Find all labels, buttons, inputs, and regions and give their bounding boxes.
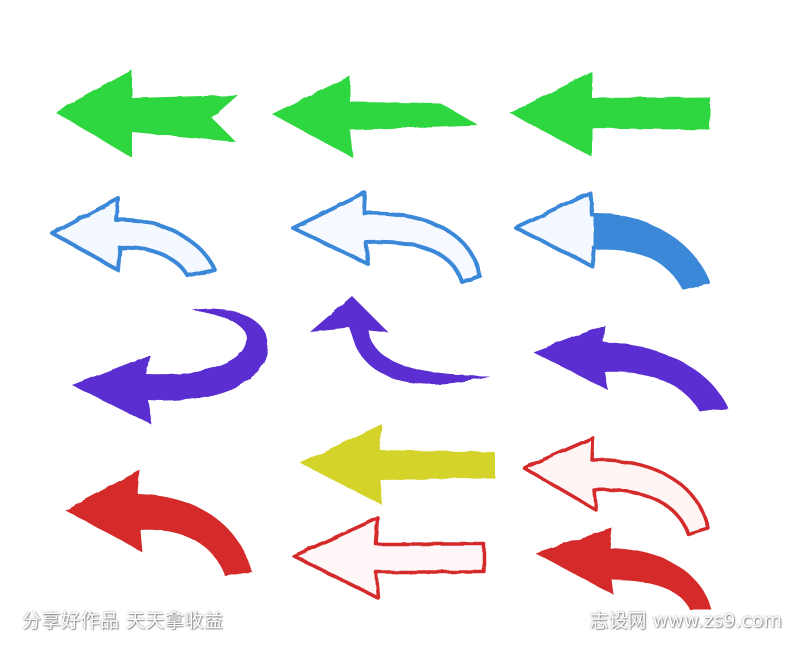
watermark-site-name: 志设网 bbox=[589, 610, 647, 632]
blue-outline-curved-2 bbox=[291, 191, 482, 284]
red-outline-straight bbox=[292, 516, 486, 600]
blue-brush-tail bbox=[594, 214, 708, 288]
green-arrow-plain bbox=[510, 72, 710, 157]
red-curved-arrow-right bbox=[535, 528, 712, 610]
blue-outline-curved-3 bbox=[514, 191, 710, 290]
red-curved-arrow-left bbox=[65, 470, 252, 576]
green-arrow-brush bbox=[272, 76, 478, 158]
blue-outline-curved-1 bbox=[50, 196, 217, 278]
watermark-site-url: www.zs9.com bbox=[652, 610, 783, 632]
green-arrow-notched bbox=[55, 70, 238, 158]
yellow-arrow bbox=[300, 424, 495, 505]
purple-curved-arrow bbox=[533, 325, 728, 412]
red-outline-curved bbox=[522, 436, 710, 536]
purple-hook-arrow bbox=[72, 308, 268, 425]
watermark-site: 志设网 www.zs9.com bbox=[589, 606, 782, 633]
watermark-slogan: 分享好作品 天天拿收益 bbox=[22, 610, 224, 632]
purple-up-curve-arrow bbox=[310, 296, 490, 385]
